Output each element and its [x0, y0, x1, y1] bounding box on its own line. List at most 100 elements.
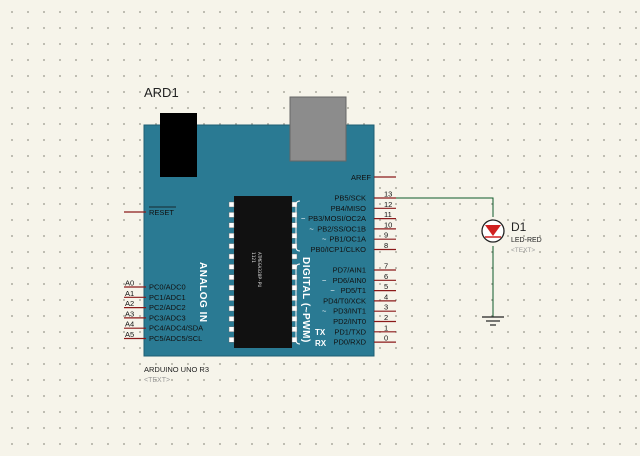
pin-number: 3: [384, 303, 388, 312]
led-model-label: LED-RED: [511, 237, 542, 244]
digital-pin-group[interactable]: 13PB5/SCK12PB4/MISO11PB3/MOSI/OC2A~10PB2…: [301, 190, 396, 347]
pin-label: PC4/ADC4/SDA: [149, 324, 203, 333]
pin-label: PC1/ADC1: [149, 293, 186, 302]
pin-label: PD7/AIN1: [333, 266, 366, 275]
microcontroller-chip: ATMEGA328P-PU 1121: [228, 196, 298, 348]
arduino-uno-board[interactable]: ATMEGA328P-PU 1121 ANALOG IN DIGITAL (~P…: [124, 96, 396, 357]
pin-number: 6: [384, 272, 388, 281]
chip-pin: [291, 285, 298, 291]
pin-label: PD2/INT0: [333, 317, 366, 326]
pin-label: PD4/T0/XCK: [323, 296, 366, 305]
digital-high-bracket: [295, 200, 301, 252]
pin-aref[interactable]: AREF: [351, 173, 396, 182]
component-ref-label[interactable]: ARD1: [144, 85, 179, 100]
pin-d3[interactable]: 3 PD3/INT1 ~: [322, 303, 396, 316]
pin-number: 8: [384, 241, 388, 250]
pin-number: 1: [384, 323, 388, 332]
pin-number: 2: [384, 313, 388, 322]
chip-pin: [291, 264, 298, 270]
chip-pin: [291, 253, 298, 260]
led-ref-label[interactable]: D1: [511, 220, 527, 234]
pwm-tilde-icon: ~: [301, 214, 306, 223]
chip-pin: [291, 274, 298, 280]
pin-d4[interactable]: 4 PD4/T0/XCK: [323, 292, 396, 305]
chip-pin: [291, 305, 298, 312]
chip-pin: [228, 274, 235, 280]
pin-label: PD1/TXD: [334, 327, 366, 336]
wire-pin13-to-led[interactable]: [396, 197, 494, 217]
usb-connector: [289, 96, 347, 162]
chip-pin: [228, 305, 235, 312]
component-text-placeholder: <TEXT>: [144, 377, 170, 384]
pin-d6[interactable]: 6 PD6/AIN0 ~: [322, 272, 396, 285]
pin-label: PD5/T1: [341, 286, 366, 295]
pin-label: PD6/AIN0: [333, 276, 366, 285]
chip-pin: [291, 232, 298, 239]
pin-number: A0: [125, 279, 134, 288]
led-text-placeholder: <TEXT>: [511, 247, 535, 254]
pin-d8[interactable]: 8 PB0/ICP1/CLKO: [311, 241, 396, 254]
chip-pin: [228, 316, 235, 322]
pin-label: PB3/MOSI/OC2A: [308, 214, 366, 223]
pin-number: 10: [384, 220, 392, 229]
pin-number: 12: [384, 200, 392, 209]
pwm-tilde-icon: ~: [322, 276, 327, 285]
tx-label: TX: [315, 328, 326, 337]
chip-label-code: 1121: [250, 252, 256, 263]
chip-label: ATMEGA328P-PU: [256, 252, 262, 288]
pin-label: PC0/ADC0: [149, 283, 186, 292]
rx-label: RX: [315, 339, 327, 348]
chip-pin: [291, 222, 298, 229]
pin-label: PC3/ADC3: [149, 313, 186, 322]
pin-number: A3: [125, 309, 134, 318]
chip-pin: [228, 212, 235, 218]
pin-label: PB0/ICP1/CLKO: [311, 245, 367, 254]
pin-number: 13: [384, 190, 392, 199]
chip-pin: [228, 243, 235, 249]
pwm-tilde-icon: ~: [322, 235, 327, 244]
pin-aref-label: AREF: [351, 173, 371, 182]
pin-number: 4: [384, 292, 388, 301]
pwm-tilde-icon: ~: [330, 286, 335, 295]
pin-d1[interactable]: 1 PD1/TXD: [334, 323, 396, 336]
pin-a3[interactable]: A3 PC3/ADC3: [124, 309, 186, 322]
chip-pin: [291, 201, 298, 208]
pwm-tilde-icon: ~: [322, 307, 327, 316]
chip-pin: [228, 264, 235, 270]
pin-d2[interactable]: 2 PD2/INT0: [333, 313, 396, 326]
analog-section-label: ANALOG IN: [197, 262, 208, 323]
pin-a0[interactable]: A0 PC0/ADC0: [124, 279, 186, 292]
pin-label: PD3/INT1: [333, 307, 366, 316]
chip-pins-left: [228, 201, 235, 343]
pin-number: A2: [125, 299, 134, 308]
chip-pin: [228, 326, 235, 332]
pin-label: PC5/ADC5/SCL: [149, 334, 202, 343]
pin-reset[interactable]: RESET: [124, 206, 176, 217]
pwm-tilde-icon: ~: [309, 224, 314, 233]
chip-pin: [228, 201, 235, 208]
chip-pin: [228, 295, 235, 301]
ground-icon[interactable]: [482, 316, 504, 326]
chip-pin: [291, 326, 298, 332]
led-d1[interactable]: D1 LED-RED <TEXT>: [481, 219, 542, 254]
led-diode-symbol: [485, 225, 501, 236]
chip-body: [234, 196, 292, 348]
chip-pin: [291, 212, 298, 218]
power-jack: [160, 113, 197, 177]
chip-pin: [291, 243, 298, 249]
pin-label: PB1/OC1A: [329, 235, 366, 244]
